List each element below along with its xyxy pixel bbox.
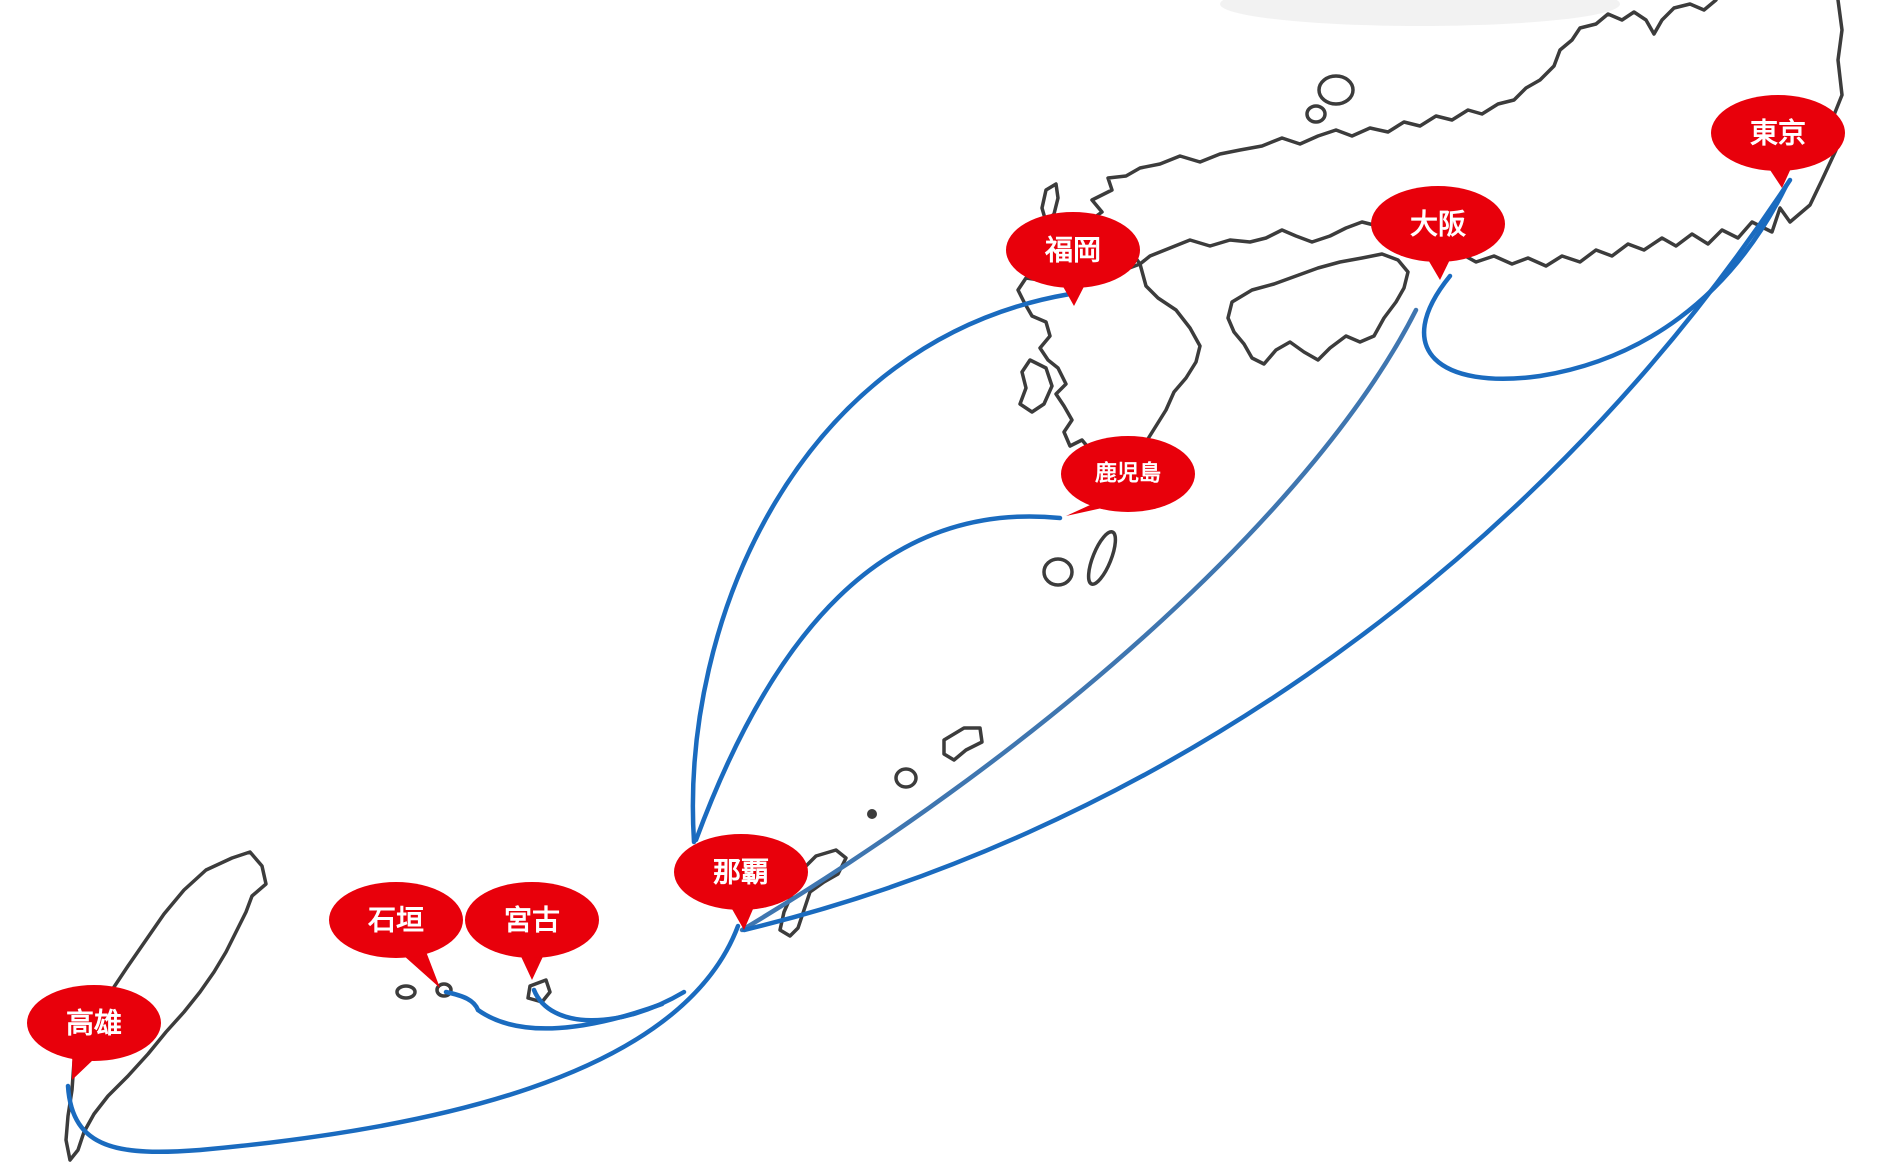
route-naha-kagoshima — [693, 514, 1063, 843]
port-marker-miyako[interactable]: 宮古 — [465, 882, 599, 980]
amami-oshima — [942, 726, 984, 762]
shikoku-coast — [1226, 252, 1410, 366]
marker-bubble — [465, 882, 599, 958]
yakushima — [1042, 557, 1074, 587]
tanegashima — [1086, 530, 1118, 586]
route-naha-ishigaki — [443, 989, 665, 1031]
port-marker-osaka[interactable]: 大阪 — [1371, 186, 1505, 280]
port-marker-fukuoka[interactable]: 福岡 — [1006, 212, 1140, 306]
port-label-kagoshima: 鹿児島 — [1095, 461, 1161, 487]
route-naha-fukuoka — [690, 291, 1073, 845]
port-label-naha: 那覇 — [713, 856, 769, 889]
marker-bubble — [1061, 436, 1195, 512]
miyako-island — [526, 978, 552, 1004]
port-marker-kagoshima[interactable]: 鹿児島 — [1061, 436, 1195, 516]
route-layer — [65, 177, 1793, 1155]
route-naha-tokyo — [741, 177, 1793, 933]
port-label-miyako: 宮古 — [504, 904, 560, 937]
taiwan-coast — [64, 850, 268, 1162]
port-label-kaohsiung: 高雄 — [66, 1007, 122, 1040]
marker-bubble — [1006, 212, 1140, 288]
port-marker-naha[interactable]: 那覇 — [674, 834, 808, 930]
marker-bubble — [1711, 95, 1845, 171]
ariake-bay — [1018, 358, 1054, 414]
faded-area — [1220, 0, 1620, 26]
port-label-tokyo: 東京 — [1750, 117, 1806, 150]
marker-pointer-icon — [397, 950, 440, 988]
route-naha-osaka — [739, 307, 1419, 933]
oki-island-2 — [1305, 104, 1327, 124]
tokunoshima — [894, 767, 918, 789]
route-naha-kaohsiung — [65, 923, 741, 1155]
port-marker-ishigaki[interactable]: 石垣 — [329, 882, 463, 988]
marker-pointer-icon — [1066, 504, 1121, 516]
port-label-osaka: 大阪 — [1410, 208, 1466, 241]
port-marker-kaohsiung[interactable]: 高雄 — [27, 985, 161, 1080]
port-label-ishigaki: 石垣 — [367, 904, 424, 937]
marker-bubble — [674, 834, 808, 910]
marker-bubble — [27, 985, 161, 1061]
route-osaka-tokyo — [1421, 183, 1789, 381]
iriomote — [395, 984, 417, 1000]
port-label-fukuoka: 福岡 — [1044, 234, 1101, 267]
marker-bubble — [329, 882, 463, 958]
port-marker-tokyo[interactable]: 東京 — [1711, 95, 1845, 188]
oki-island-1 — [1317, 74, 1355, 106]
marker-bubble — [1371, 186, 1505, 262]
coastline-layer — [64, 0, 1844, 1162]
okinoerabu — [867, 809, 877, 819]
